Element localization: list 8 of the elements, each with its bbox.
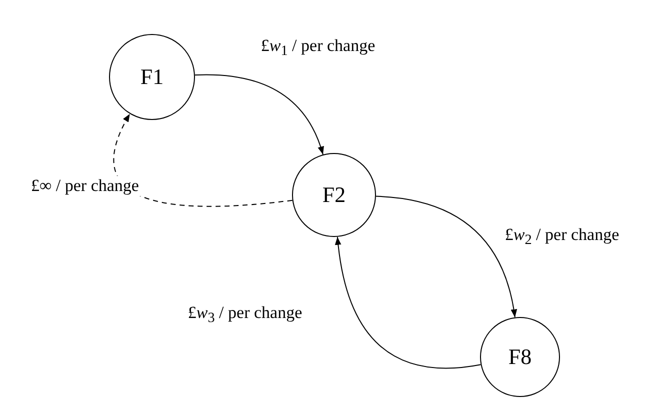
state-label: F1	[140, 64, 164, 90]
arrow	[194, 74, 324, 155]
arrow	[375, 196, 517, 318]
edge-label: £∞ / per change	[29, 176, 141, 196]
state-label: F2	[322, 182, 346, 208]
arrow	[335, 236, 482, 369]
state-label: F8	[508, 344, 532, 370]
dashed-arrow	[113, 113, 293, 207]
